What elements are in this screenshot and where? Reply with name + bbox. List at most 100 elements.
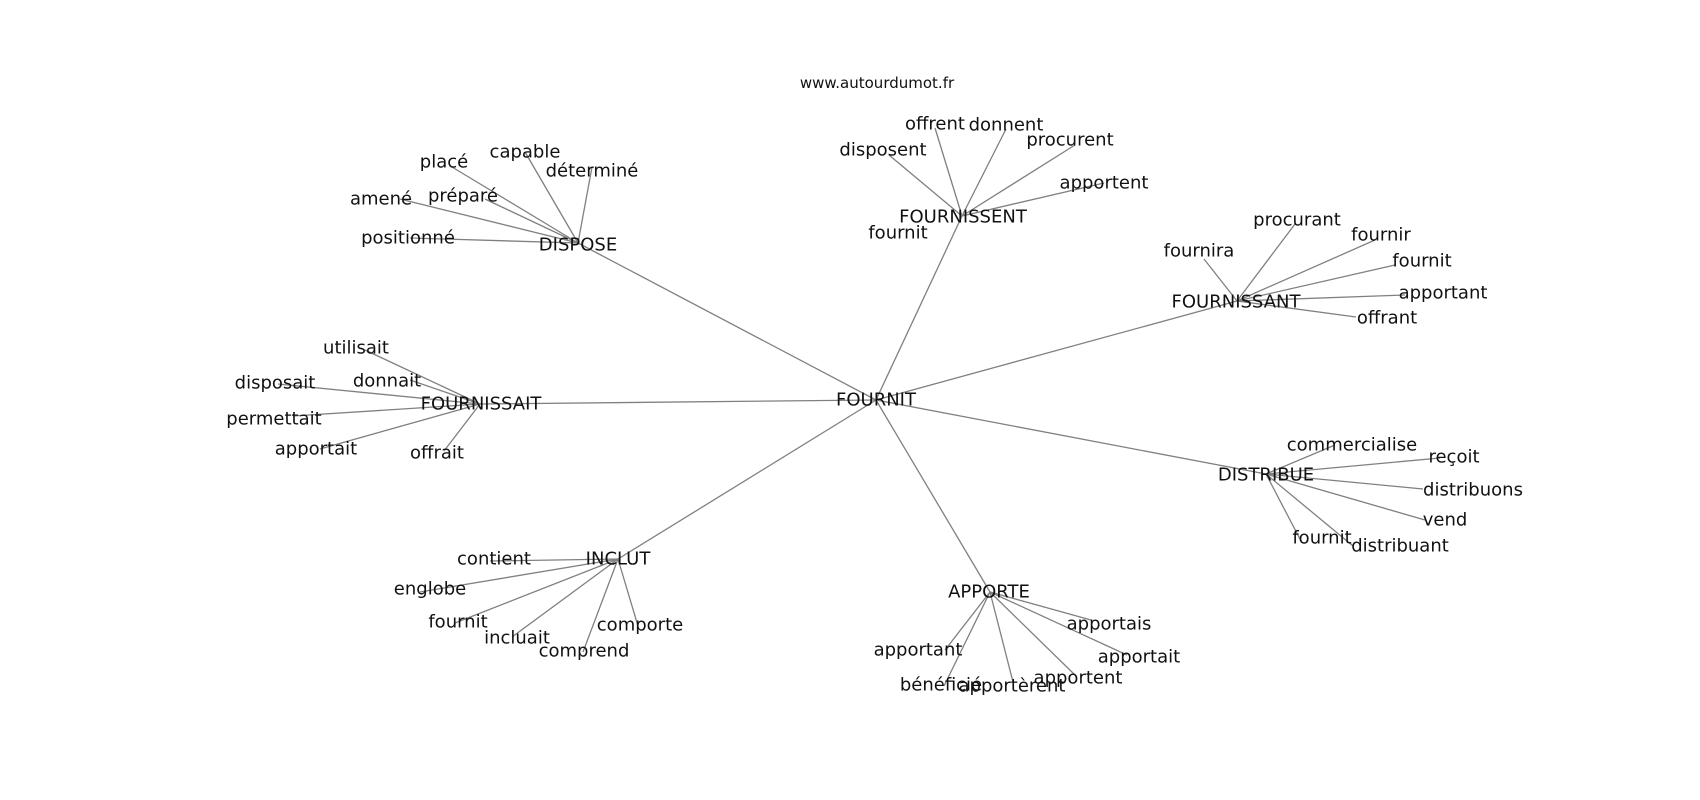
edge-inclut-leaf [454, 558, 619, 624]
leaf-label-apporte: bénéficié [900, 675, 982, 696]
leaf-label-inclut: incluait [484, 628, 550, 649]
edge-dispose-leaf [409, 237, 579, 244]
edge-dispose-leaf [524, 151, 579, 244]
leaf-label-dispose: amené [350, 189, 412, 210]
edge-apporte-leaf [943, 591, 991, 687]
leaf-label-dispose: capable [490, 142, 561, 163]
leaf-label-fournissant: apportant [1399, 283, 1488, 304]
edge-fournissent-leaf [961, 182, 1105, 217]
edge-apporte-leaf [944, 591, 991, 651]
leaf-label-fournissait: apportait [275, 439, 357, 460]
edge-apporte-leaf [989, 591, 1014, 683]
leaf-label-distribue: commercialise [1287, 435, 1417, 456]
leaf-label-apporte: apportent [1034, 668, 1123, 689]
leaf-label-fournissait: offrait [410, 443, 464, 464]
edge-fournissait-leaf [409, 379, 481, 405]
leaf-label-fournissait: permettait [226, 409, 321, 430]
leaf-label-distribue: distribuons [1423, 480, 1523, 501]
edge-apporte-leaf [989, 591, 1092, 621]
edge-inclut-leaf [582, 558, 619, 653]
edge-root-inclut [617, 399, 877, 560]
edge-inclut-leaf [419, 558, 619, 593]
leaf-label-apporte: apportant [874, 640, 963, 661]
edge-distribue-leaf [1265, 473, 1354, 547]
leaf-label-inclut: comporte [597, 615, 683, 636]
leaf-label-dispose: placé [420, 152, 468, 173]
hub-label-fournissait: FOURNISSAIT [421, 394, 543, 415]
edge-layer [277, 127, 1441, 687]
edge-dispose-leaf [399, 198, 579, 244]
hub-label-fournissent: FOURNISSENT [899, 207, 1028, 228]
hub-label-inclut: INCLUT [586, 549, 652, 570]
edge-root-fournissant [875, 300, 1238, 401]
hub-label-apporte: APPORTE [948, 582, 1030, 603]
edge-fournissant-leaf [1236, 300, 1357, 318]
leaf-label-fournissait: donnait [353, 371, 421, 392]
edge-fournissant-leaf [1203, 258, 1238, 302]
leaf-label-fournissent: offrent [905, 114, 965, 135]
edge-root-fournissait [479, 399, 877, 405]
source-url: www.autourdumot.fr [800, 74, 955, 92]
edge-fournissait-leaf [364, 349, 481, 405]
edge-fournissait-leaf [277, 383, 481, 405]
leaf-label-inclut: comprend [539, 641, 630, 662]
leaf-label-fournissant: fournira [1164, 241, 1235, 262]
leaf-label-fournissant: fournir [1351, 225, 1411, 246]
leaf-label-fournissant: procurant [1253, 210, 1341, 231]
leaf-label-distribue: reçoit [1428, 447, 1479, 468]
edge-inclut-leaf [617, 558, 639, 627]
leaf-label-apporte: apportais [1067, 614, 1152, 635]
edge-distribue-leaf [1265, 473, 1424, 490]
leaf-label-dispose: positionné [361, 228, 455, 249]
leaf-label-inclut: contient [457, 549, 531, 570]
edge-fournissait-leaf [292, 403, 481, 417]
edge-dispose-leaf [484, 198, 579, 244]
hub-label-fournissant: FOURNISSANT [1172, 292, 1302, 313]
leaf-label-fournissant: fournit [1392, 251, 1451, 272]
edge-root-fournissent [875, 215, 963, 401]
leaf-label-inclut: englobe [394, 579, 466, 600]
edge-fournissent-leaf [961, 128, 1007, 217]
leaf-label-fournissent: procurent [1026, 130, 1113, 151]
edge-distribue-leaf [1265, 473, 1426, 521]
edge-fournissant-leaf [1236, 294, 1406, 302]
edge-fournissant-leaf [1236, 223, 1296, 302]
edge-distribue-leaf [1265, 457, 1441, 475]
leaf-label-inclut: fournit [428, 612, 487, 633]
edge-root-distribue [875, 399, 1267, 475]
leaf-label-fournissent: disposent [839, 140, 926, 161]
edge-dispose-leaf [451, 166, 579, 244]
edge-distribue-leaf [1265, 444, 1336, 475]
leaf-label-fournissant: offrant [1357, 308, 1417, 329]
edge-fournissant-leaf [1236, 264, 1396, 302]
edge-fournissent-leaf [888, 154, 963, 217]
hub-label-dispose: DISPOSE [539, 235, 617, 256]
edge-fournissait-leaf [443, 403, 481, 452]
root-label: FOURNIT [836, 390, 917, 411]
leaf-label-fournissent: apportent [1060, 173, 1149, 194]
leaf-label-dispose: déterminé [546, 161, 639, 182]
edge-inclut-leaf [489, 558, 619, 562]
edge-apporte-leaf [989, 591, 1128, 656]
edge-fournissent-leaf [961, 144, 1076, 217]
edge-fournissant-leaf [1236, 239, 1376, 302]
edge-inclut-leaf [511, 558, 619, 638]
edge-root-dispose [577, 242, 877, 401]
leaf-label-apporte: apportèrent [959, 676, 1066, 697]
edge-distribue-leaf [1265, 473, 1302, 542]
leaf-label-distribue: distribuant [1351, 536, 1449, 557]
edge-fournissait-leaf [319, 403, 481, 450]
leaf-label-dispose: préparé [428, 186, 498, 207]
edge-fournissent-leaf [934, 127, 963, 217]
edge-dispose-leaf [577, 166, 593, 244]
leaf-label-fournissait: utilisait [323, 338, 389, 359]
edge-root-apporte [875, 399, 991, 593]
leaf-label-fournissent: fournit [868, 223, 927, 244]
leaf-label-distribue: fournit [1292, 528, 1351, 549]
leaf-label-distribue: vend [1423, 510, 1468, 531]
hub-label-distribue: DISTRIBUE [1218, 465, 1314, 486]
leaf-label-apporte: apportait [1098, 647, 1180, 668]
edge-apporte-leaf [989, 591, 1076, 676]
